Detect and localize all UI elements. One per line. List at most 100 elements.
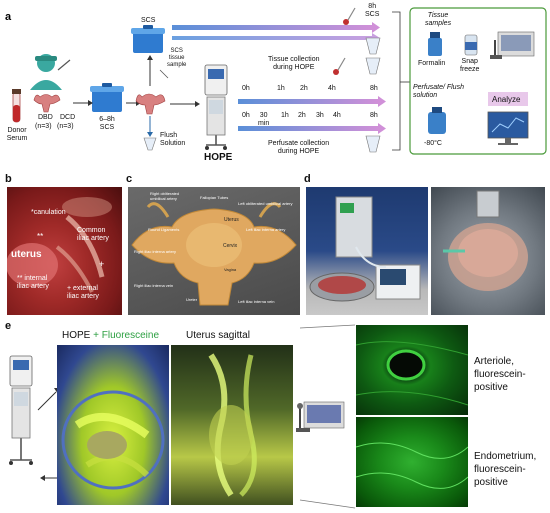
endometrium-microscopy: [356, 417, 468, 507]
flush-tube-icon: [143, 137, 157, 151]
perfusate-collection-label: Perfusate collection during HOPE: [268, 140, 330, 155]
computer-icon: [487, 111, 529, 145]
snap-freeze-label: Snap freeze: [460, 58, 480, 73]
plus-e-label: +: [90, 330, 102, 341]
panel-letter-e: e: [5, 320, 12, 332]
hope-label: HOPE: [204, 152, 233, 163]
microscope-icon: [296, 401, 345, 432]
hope-fluorescein-title: HOPE + Fluoresceine: [62, 330, 159, 341]
formalin-label: Formalin: [418, 60, 446, 67]
double-star-mark: **: [37, 232, 44, 241]
arteriole-microscopy-art: [356, 341, 468, 406]
analyze-label-bg: [488, 92, 528, 106]
endometrium-microscopy-art: [356, 442, 468, 489]
thermometer-icon: [343, 7, 356, 25]
dbd-n-label: (n=3): [35, 123, 52, 130]
right-iliac-interna-artery-label: Right iliac interna artery: [134, 249, 177, 254]
fluorescein-hope-photo: [57, 345, 169, 505]
panel-letter-b: b: [5, 173, 12, 185]
uterus-c-label: Uterus: [224, 217, 239, 223]
perfusate-time-3: 2h: [298, 112, 306, 119]
scs-arrow-2: [172, 36, 372, 40]
perfused-uterus-photo: [431, 187, 545, 315]
hope-tissue-arrow-head: [378, 96, 386, 107]
tissue-time-0: 0h: [242, 85, 250, 92]
sample-tube-icon: [365, 37, 381, 55]
surgical-photo-art: [7, 197, 112, 293]
tissue-time-1: 1h: [277, 85, 285, 92]
specimen-photo-art: [131, 202, 297, 306]
fluoresceine-label: Fluoresceine: [101, 330, 160, 341]
hope-e-label: HOPE: [62, 330, 91, 341]
uterus-icon: [135, 93, 166, 115]
uterus-icon: [33, 94, 61, 113]
scs-8h-label: 8h SCS: [365, 3, 380, 18]
panel-letter-d: d: [304, 173, 311, 185]
liquid-nitrogen-icon: [428, 107, 446, 134]
microscope-icon: [490, 31, 535, 59]
uterus-label: uterus: [11, 249, 42, 260]
perfusate-flush-label: Perfusate/ Flush solution: [413, 84, 464, 99]
cooler-box-icon: [90, 83, 124, 112]
scs-top-label: SCS: [141, 17, 156, 24]
perfusion-setup-art: [309, 196, 421, 302]
fallopian-label: Fallopian Tubes: [200, 195, 229, 200]
scs-tissue-sample-label: SCS tissue sample: [167, 48, 187, 68]
bracket: [392, 11, 401, 151]
sample-tube-icon: [365, 135, 381, 153]
perfusate-time-2: 1h: [281, 112, 289, 119]
left-obliterated-label: Left obliterated umbilical artery: [238, 201, 293, 206]
plus-mark: +: [99, 259, 105, 269]
sample-tube-icon: [365, 57, 381, 75]
arteriole-microscopy: [356, 325, 468, 415]
ureter-label: Ureter: [186, 297, 198, 302]
dcd-label: DCD: [60, 114, 76, 121]
analyze-label: Analyze: [492, 95, 521, 104]
dbd-label: DBD: [38, 114, 53, 121]
round-ligaments-label: Round Ligaments: [148, 227, 180, 232]
right-obliterated-label: Right obliterated umbilical artery: [150, 191, 180, 201]
perfusate-time-5: 4h: [333, 112, 341, 119]
cooler-box-icon: [131, 25, 165, 53]
external-iliac-label: + external iliac artery: [67, 285, 99, 300]
tissue-collection-label: Tissue collection during HOPE: [268, 56, 320, 71]
surgical-photo: *canulation Common iliac artery ** uteru…: [7, 187, 122, 315]
panel-a: a: [0, 0, 550, 170]
dcd-n-label: (n=3): [57, 123, 74, 130]
perfusion-setup-photo: [306, 187, 428, 315]
zoom-line: [299, 499, 356, 509]
panel-e-graphics: [9, 324, 356, 509]
common-iliac-label: Common iliac artery: [77, 227, 109, 242]
workflow-diagram: a: [5, 7, 547, 155]
panel-letter-c: c: [126, 173, 133, 185]
flush-solution-label: Flush Solution: [160, 132, 186, 147]
right-iliac-interna-vein-label: Right iliac interna vein: [134, 283, 174, 288]
perfusion-device-icon: [204, 64, 228, 150]
hope-tissue-arrow: [238, 99, 378, 104]
donor-serum-label: Donor Serum: [6, 127, 28, 142]
scs-arrow-1: [172, 25, 372, 30]
specimen-photo: Right obliterated umbilical artery Fallo…: [128, 187, 300, 315]
fluorescein-hope-art: [61, 390, 165, 490]
tissue-samples-label: Tissue samples: [425, 12, 452, 27]
perfusate-time-4: 3h: [316, 112, 324, 119]
hope-perfusate-arrow: [238, 126, 378, 131]
vagina-label: Vagina: [224, 267, 237, 272]
blood-tube-icon: [12, 89, 21, 123]
perfused-uterus-art: [443, 190, 528, 291]
tissue-time-4: 8h: [370, 85, 378, 92]
perfusate-time-1: 30 min: [258, 112, 270, 127]
surgeon-icon: [30, 54, 71, 90]
perfusate-time-0: 0h: [242, 112, 250, 119]
hope-perfusate-arrow-head: [378, 123, 386, 134]
tissue-time-3: 4h: [328, 85, 336, 92]
scs-6-8h-label: 6–8h SCS: [99, 116, 115, 131]
perfusion-device-icon: [9, 355, 33, 465]
zoom-line: [299, 324, 356, 329]
cervix-label: Cervix: [223, 243, 238, 249]
left-iliac-interna-artery-label: Left iliac interna artery: [246, 227, 286, 232]
uterus-sagittal-art: [208, 353, 257, 497]
formalin-bottle-icon: [428, 32, 442, 56]
left-iliac-interna-vein-label: Left iliac interna vein: [238, 299, 275, 304]
internal-iliac-label: ** internal iliac artery: [17, 275, 49, 290]
